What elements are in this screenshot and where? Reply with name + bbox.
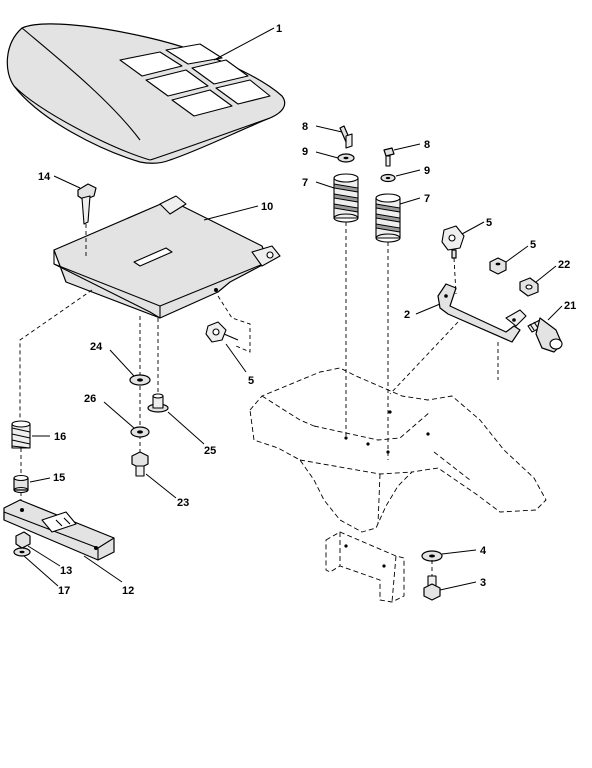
callout-5a: 5	[486, 217, 492, 229]
callout-17: 17	[58, 585, 70, 597]
callout-9b: 9	[424, 165, 430, 177]
washer-26-part	[130, 426, 150, 438]
leader-3	[439, 581, 477, 591]
bracket-2-part	[437, 283, 527, 343]
hinge-pin-5-part	[205, 321, 239, 343]
callout-21: 21	[564, 300, 576, 312]
callout-2: 2	[404, 309, 410, 321]
callout-24: 24	[90, 341, 103, 353]
callout-8b: 8	[424, 139, 430, 151]
leader-17	[23, 555, 59, 587]
nut-22-part	[519, 277, 539, 297]
bolt-14-part	[77, 183, 97, 225]
tractor-frame-ghost	[249, 367, 547, 603]
washer-4-part	[421, 550, 443, 562]
knob-21-part	[527, 317, 563, 353]
callout-7a: 7	[302, 177, 308, 189]
leader-21	[547, 305, 563, 321]
washer-9-right-part	[380, 173, 396, 183]
leader-13	[27, 545, 61, 567]
callout-15: 15	[53, 472, 65, 484]
leader-15	[29, 477, 51, 483]
nut-5-right-part	[489, 257, 507, 275]
seat-pan-part	[53, 195, 281, 319]
spring-16-part	[11, 420, 31, 449]
leader-8a	[315, 125, 343, 133]
spring-7-left-part	[333, 173, 359, 223]
callout-1: 1	[276, 23, 282, 35]
callout-12: 12	[122, 585, 134, 597]
bolt-3-part	[423, 575, 441, 601]
callout-13: 13	[60, 565, 72, 577]
callout-26: 26	[84, 393, 96, 405]
hinge-pin-5-upper-part	[441, 225, 465, 259]
shoulder-bolt-25-part	[147, 393, 169, 413]
leader-25	[167, 411, 205, 445]
leader-24	[109, 349, 135, 377]
adjuster-plate-12-part	[3, 499, 115, 561]
callout-10: 10	[261, 201, 273, 213]
callout-25: 25	[204, 445, 216, 457]
leader-1	[213, 27, 275, 61]
leader-12	[83, 555, 123, 583]
spring-7-right-part	[375, 193, 401, 243]
washer-17-part	[13, 547, 31, 557]
leader-5b	[505, 245, 529, 263]
callout-5b: 5	[530, 239, 536, 251]
nut-13-part	[15, 531, 31, 549]
callout-7b: 7	[424, 193, 430, 205]
leader-7a	[315, 181, 335, 189]
callout-5c: 5	[248, 375, 254, 387]
seat-panel-group	[119, 43, 271, 117]
leader-4	[441, 549, 477, 555]
callout-3: 3	[480, 577, 486, 589]
leader-8b	[393, 143, 421, 151]
bolt-8-right-part	[383, 147, 395, 167]
leader-14	[53, 175, 81, 189]
leader-22	[535, 265, 557, 283]
leader-23	[145, 473, 177, 499]
leader-10	[203, 205, 259, 221]
leader-7b	[399, 197, 421, 205]
washer-9-left-part	[337, 153, 355, 163]
leader-5a	[461, 221, 485, 235]
bolt-23-part	[131, 451, 149, 477]
leader-9b	[395, 169, 421, 177]
callout-16: 16	[54, 431, 66, 443]
bushing-15-part	[13, 474, 29, 494]
bolt-8-left-part	[339, 125, 353, 149]
leader-26	[103, 401, 135, 429]
callout-9a: 9	[302, 146, 308, 158]
washer-24-part	[129, 374, 151, 386]
leader-5c	[225, 343, 247, 373]
callout-14: 14	[38, 171, 51, 183]
callout-4: 4	[480, 545, 487, 557]
leader-9a	[315, 151, 339, 159]
callout-23: 23	[177, 497, 189, 509]
leader-2	[415, 303, 441, 315]
callout-22: 22	[558, 259, 570, 271]
callout-8a: 8	[302, 121, 308, 133]
